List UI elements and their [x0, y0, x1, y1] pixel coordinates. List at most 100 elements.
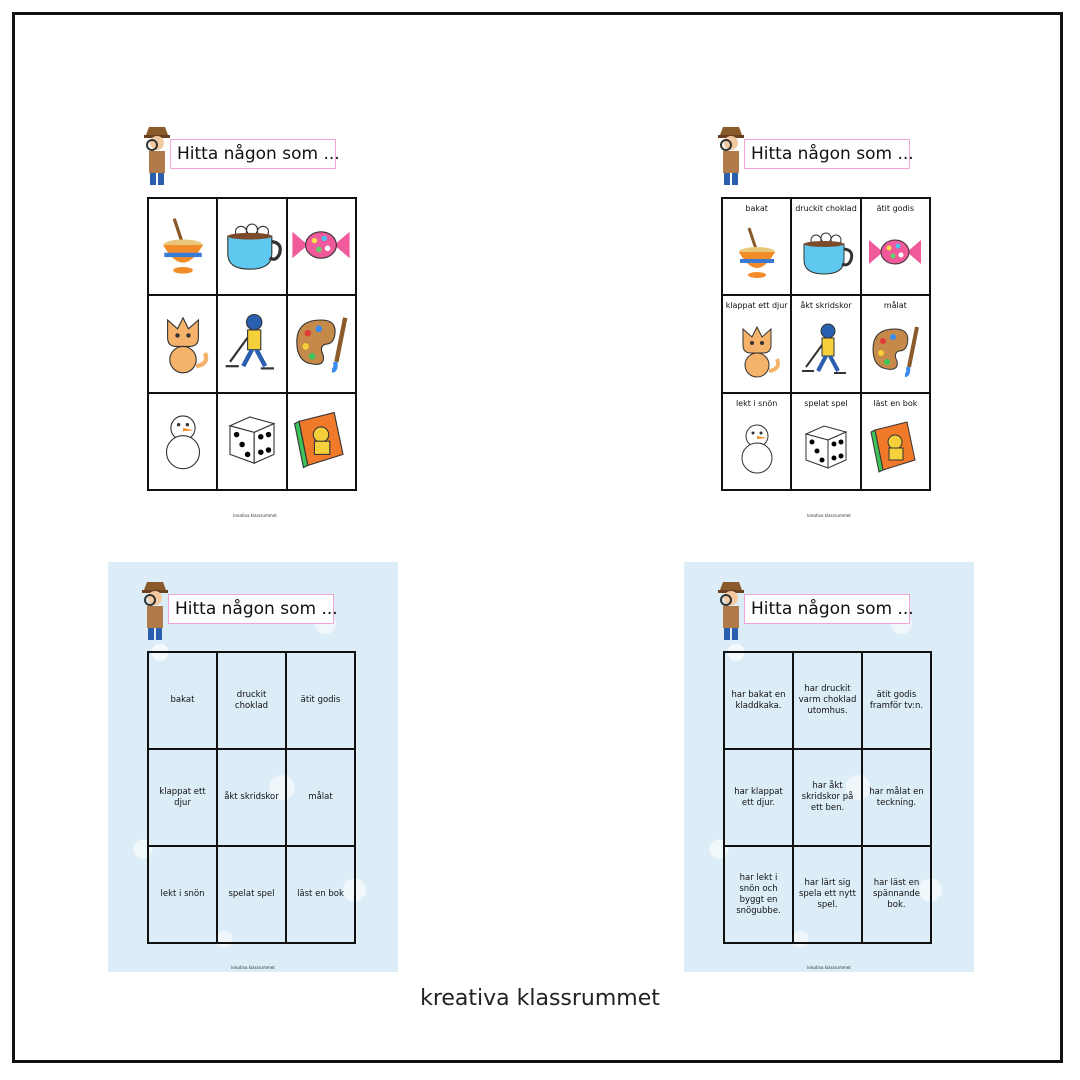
worksheet-title: Hitta någon som ... — [170, 139, 340, 169]
worksheet-header: Hitta någon som ... — [140, 580, 370, 644]
grid-cell: läst en bok — [286, 846, 355, 943]
grid-cell — [148, 295, 218, 393]
grid-cell — [286, 198, 356, 296]
cell-label: spelat spel — [228, 889, 275, 899]
grid-cell: har målat en teckning. — [862, 749, 931, 846]
cocoa-cup-icon — [219, 212, 285, 282]
cell-label: har lekt i snön och byggt en snögubbe. — [736, 872, 781, 916]
cell-label: bakat — [170, 695, 195, 705]
bingo-grid: bakat druckit choklad ätit godis klappat et… — [147, 651, 356, 944]
footer-text: kreativa klassrummet — [807, 513, 851, 518]
bowl-icon — [727, 208, 787, 286]
worksheet-pictures: Hitta någon som ... kreativa klassrummet — [110, 125, 400, 535]
cell-label: bakat — [745, 204, 768, 213]
grid-cell: klappat ett djur — [722, 295, 792, 393]
worksheet-header: Hitta någon som ... — [716, 580, 946, 644]
worksheet-long-text: Hitta någon som ... har bakat en kladdka… — [684, 562, 974, 972]
grid-cell: åkt skridskor — [791, 295, 861, 393]
cell-label: åkt skridskor — [224, 792, 279, 802]
bingo-grid: har bakat en kladdkaka. har druckit varm … — [723, 651, 932, 944]
dice-icon — [219, 406, 285, 476]
grid-cell — [286, 392, 356, 490]
candy-icon — [865, 208, 925, 286]
cell-label: spelat spel — [804, 398, 848, 408]
grid-cell: bakat — [148, 652, 217, 749]
grid-cell — [217, 392, 287, 490]
outer-frame — [12, 12, 1063, 1063]
grid-cell: har bakat en kladdkaka. — [724, 652, 793, 749]
grid-cell: har klappat ett djur. — [724, 749, 793, 846]
grid-cell: ätit godis — [286, 652, 355, 749]
grid-cell — [148, 198, 218, 296]
grid-cell: målat — [286, 749, 355, 846]
cat-icon — [727, 305, 787, 383]
grid-cell: lekt i snön — [148, 846, 217, 943]
cell-label: ätit godis — [300, 695, 341, 705]
footer-text: kreativa klassrummet — [231, 965, 275, 970]
worksheet-title: Hitta någon som ... — [744, 594, 914, 624]
footer-text: kreativa klassrummet — [233, 513, 277, 518]
bingo-grid: bakat druckit choklad ätit godis klappat et… — [721, 197, 931, 491]
ice-skater-icon — [219, 309, 285, 379]
cell-label: har målat en teckning. — [869, 786, 924, 808]
cocoa-cup-icon — [796, 208, 856, 286]
grid-cell: läst en bok — [860, 392, 930, 490]
grid-cell: har lärt sig spela ett nytt spel. — [793, 846, 862, 943]
cell-label: åkt skridskor — [800, 301, 852, 311]
grid-cell: har lekt i snön och byggt en snögubbe. — [724, 846, 793, 943]
snowman-icon — [150, 406, 216, 476]
cell-label: har bakat en kladdkaka. — [731, 689, 786, 711]
worksheet-title: Hitta någon som ... — [744, 139, 914, 169]
grid-cell: druckit choklad — [217, 652, 286, 749]
grid-cell — [286, 295, 356, 393]
cell-label: har druckit varm choklad utomhus. — [798, 684, 857, 716]
detective-icon — [142, 125, 172, 189]
grid-cell: har läst en spännande bok. — [862, 846, 931, 943]
grid-cell: spelat spel — [217, 846, 286, 943]
cell-label: ätit godis — [876, 204, 915, 213]
snowman-icon — [727, 402, 787, 480]
cell-label: läst en bok — [297, 889, 344, 899]
grid-cell: åkt skridskor — [217, 749, 286, 846]
book-icon — [288, 406, 354, 476]
paint-palette-icon — [288, 309, 354, 379]
brand-caption: kreativa klassrummet — [420, 986, 660, 1011]
cell-label: ätit godis framför tv:n. — [869, 689, 924, 711]
grid-cell: ätit godis framför tv:n. — [862, 652, 931, 749]
grid-cell: druckit choklad — [791, 198, 861, 296]
cell-label: druckit choklad — [234, 689, 269, 711]
worksheet-title: Hitta någon som ... — [168, 594, 338, 624]
candy-icon — [288, 212, 354, 282]
cell-label: har lärt sig spela ett nytt spel. — [798, 878, 856, 910]
cat-icon — [150, 309, 216, 379]
grid-cell: lekt i snön — [722, 392, 792, 490]
paint-palette-icon — [865, 305, 925, 383]
worksheet-header: Hitta någon som ... — [142, 125, 372, 189]
cell-label: klappat ett djur — [725, 301, 788, 311]
grid-cell: målat — [860, 295, 930, 393]
cell-label: målat — [883, 301, 907, 311]
grid-cell: klappat ett djur — [148, 749, 217, 846]
ice-skater-icon — [796, 305, 856, 383]
cell-label: har klappat ett djur. — [734, 786, 783, 808]
cell-label: målat — [308, 792, 333, 802]
grid-cell: bakat — [722, 198, 792, 296]
bowl-icon — [150, 212, 216, 282]
worksheet-short-text: Hitta någon som ... bakat druckit choklad… — [108, 562, 398, 972]
cell-label: druckit choklad — [795, 204, 857, 213]
grid-cell — [217, 198, 287, 296]
book-icon — [865, 402, 925, 480]
detective-icon — [716, 125, 746, 189]
worksheet-header: Hitta någon som ... — [716, 125, 946, 189]
bingo-grid — [147, 197, 357, 491]
grid-cell — [148, 392, 218, 490]
grid-cell: spelat spel — [791, 392, 861, 490]
grid-cell: ätit godis — [860, 198, 930, 296]
cell-label: har åkt skridskor på ett ben. — [801, 781, 854, 813]
footer-text: kreativa klassrummet — [807, 965, 851, 970]
cell-label: lekt i snön — [160, 889, 205, 899]
cell-label: klappat ett djur — [159, 786, 206, 808]
grid-cell — [217, 295, 287, 393]
grid-cell: har druckit varm choklad utomhus. — [793, 652, 862, 749]
cell-label: lekt i snön — [735, 398, 778, 408]
